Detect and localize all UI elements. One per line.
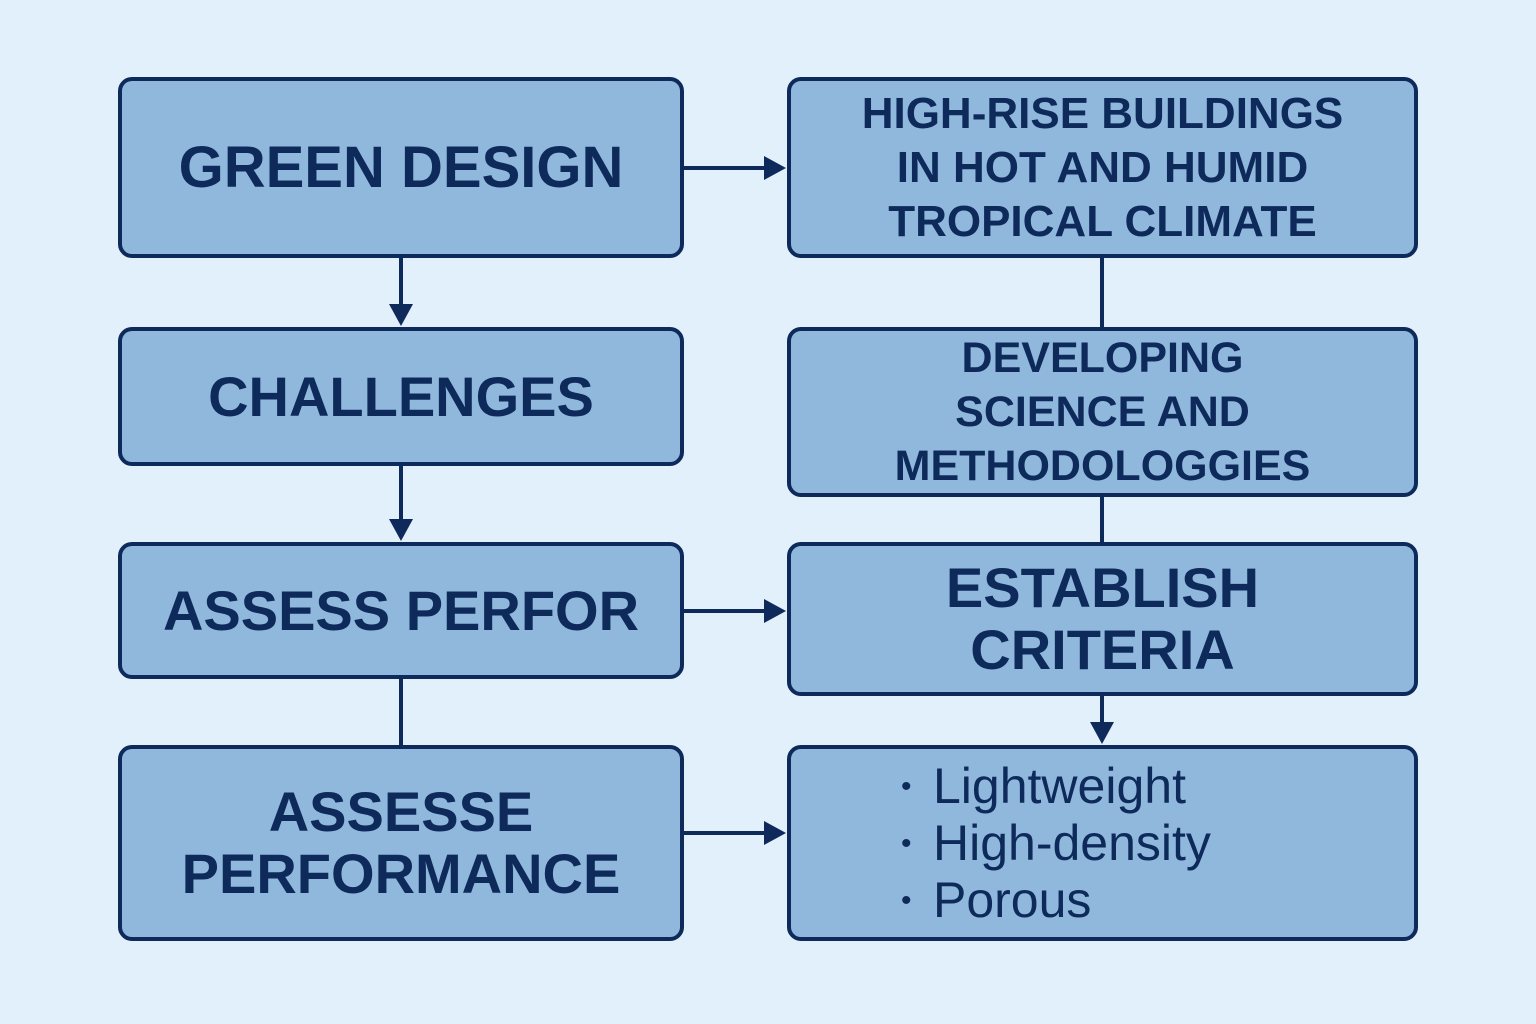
arrowhead-criteria-to-list [1090,722,1114,744]
arrowhead-green-to-challenges [389,304,413,326]
list-item: • High-density [901,815,1211,872]
green-design-box: GREEN DESIGN [118,77,684,258]
establish-criteria-box: ESTABLISH CRITERIA [787,542,1418,696]
assess-perfor-box: ASSESS PERFOR [118,542,684,679]
arrowhead-assesse-to-list [764,821,786,845]
assess-perfor-label: ASSESS PERFOR [162,578,640,642]
material-list: • Lightweight • High-density • Porous [791,758,1211,929]
high-rise-buildings-label: HIGH-RISE BUILDINGS IN HOT AND HUMID TRO… [861,88,1344,246]
green-design-label: GREEN DESIGN [178,134,624,200]
developing-science-box: DEVELOPING SCIENCE AND METHODOLOGGIES [787,327,1418,497]
assesse-performance-box: ASSESSE PERFORMANCE [118,745,684,941]
arrowhead-challenges-to-assess [389,519,413,541]
list-item: • Porous [901,872,1211,929]
bullet-icon: • [901,769,912,803]
bullet-icon: • [901,883,912,917]
material-list-box: • Lightweight • High-density • Porous [787,745,1418,941]
establish-criteria-label: ESTABLISH CRITERIA [945,556,1260,681]
list-item-label: Porous [933,871,1092,928]
arrowhead-assess-to-criteria [764,599,786,623]
arrowhead-green-to-highrise [764,156,786,180]
assesse-performance-label: ASSESSE PERFORMANCE [181,780,621,905]
challenges-label: CHALLENGES [208,364,594,428]
bullet-icon: • [901,826,912,860]
list-item-label: Lightweight [933,757,1186,814]
high-rise-buildings-box: HIGH-RISE BUILDINGS IN HOT AND HUMID TRO… [787,77,1418,258]
list-item-label: High-density [933,814,1211,871]
list-item: • Lightweight [901,758,1211,815]
challenges-box: CHALLENGES [118,327,684,466]
developing-science-label: DEVELOPING SCIENCE AND METHODOLOGGIES [894,334,1311,490]
